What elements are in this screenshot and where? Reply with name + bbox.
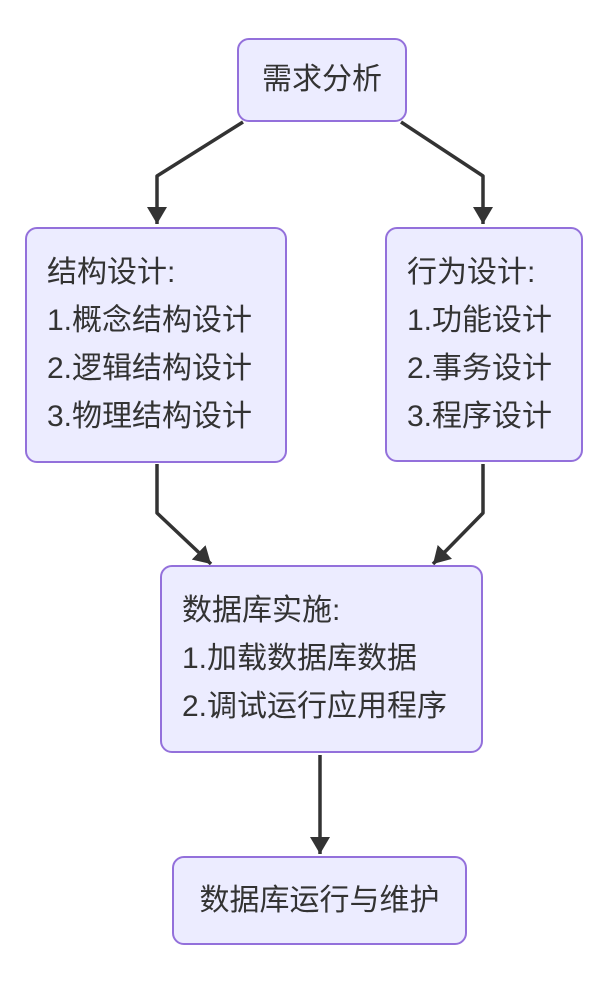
node-behavior-title: 行为设计: bbox=[407, 255, 536, 289]
node-requirements: 需求分析 bbox=[237, 38, 407, 122]
edge-behavior-implementation bbox=[431, 464, 485, 566]
node-structure-title: 结构设计: bbox=[47, 256, 176, 289]
node-behavior-item: 2.事务设计 bbox=[407, 351, 553, 385]
node-implementation-item: 2.调试运行应用程序 bbox=[182, 690, 448, 723]
node-implementation-item: 1.加载数据库数据 bbox=[182, 642, 418, 675]
node-operation-label: 数据库运行与维护 bbox=[199, 883, 440, 917]
node-behavior-item: 1.功能设计 bbox=[407, 303, 553, 337]
node-operation: 数据库运行与维护 bbox=[172, 856, 467, 945]
node-behavior: 行为设计: 1.功能设计 2.事务设计 3.程序设计 bbox=[385, 227, 583, 462]
node-structure-item: 3.物理结构设计 bbox=[47, 400, 253, 433]
node-implementation-title: 数据库实施: bbox=[182, 594, 341, 627]
node-requirements-label: 需求分析 bbox=[262, 63, 382, 96]
edge-requirements-behavior bbox=[400, 120, 493, 224]
node-structure-item: 2.逻辑结构设计 bbox=[47, 352, 253, 385]
node-behavior-item: 3.程序设计 bbox=[407, 399, 553, 433]
edge-requirements-structure bbox=[147, 120, 244, 224]
node-structure: 结构设计: 1.概念结构设计 2.逻辑结构设计 3.物理结构设计 bbox=[25, 227, 287, 463]
node-implementation: 数据库实施: 1.加载数据库数据 2.调试运行应用程序 bbox=[160, 565, 483, 753]
edge-structure-implementation bbox=[155, 464, 213, 566]
node-structure-item: 1.概念结构设计 bbox=[47, 304, 253, 337]
